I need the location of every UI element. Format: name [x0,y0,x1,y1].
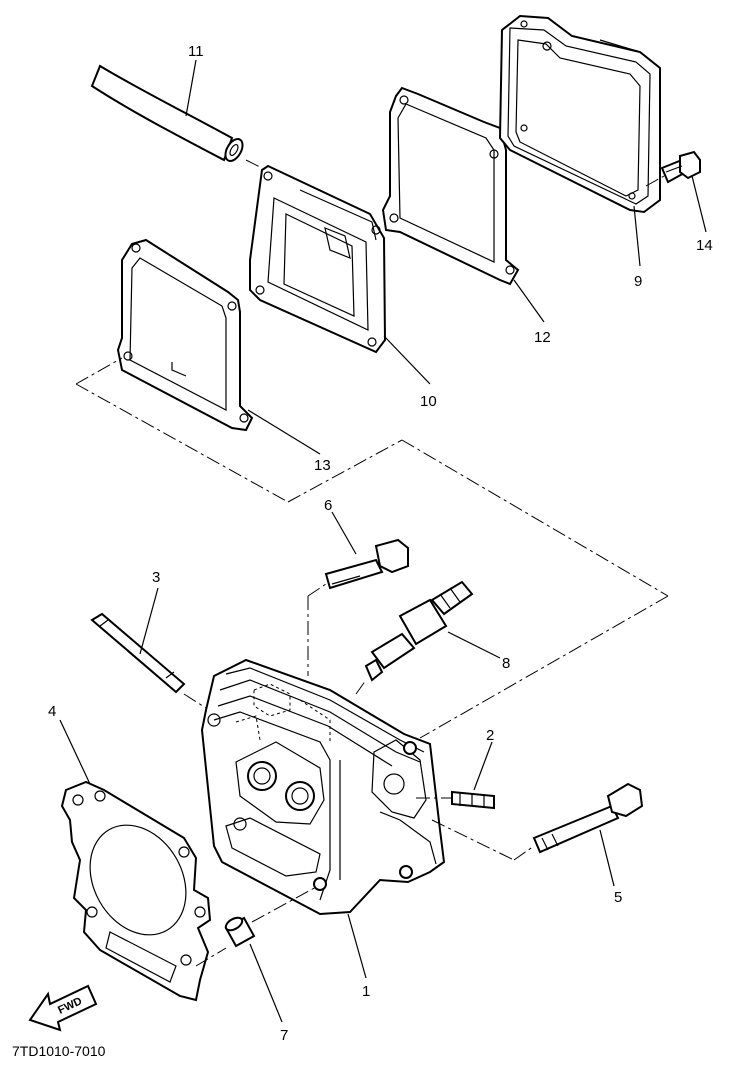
part-9-valve-cover [498,14,661,214]
part-12-gasket [381,86,520,286]
part-7-dowel-pin [224,916,256,948]
part-10-breather-plate [249,164,387,354]
callout-4: 4 [48,703,56,720]
callout-13: 13 [314,457,331,474]
part-6-head-bolt [324,538,409,590]
part-3-stud-bolt [90,612,186,694]
callout-2: 2 [486,727,494,744]
callout-1: 1 [362,983,370,1000]
callout-12: 12 [534,329,551,346]
part-1-cylinder-head [200,658,446,916]
callout-10: 10 [420,393,437,410]
assembly-lines [75,159,669,967]
part-14-bolt [660,150,701,184]
fwd-direction-arrow: FWD [28,984,98,1032]
part-2-stud-bolt [451,790,495,810]
callouts: 11 10 12 9 14 13 6 3 8 4 2 5 1 7 [48,43,713,1044]
callout-5: 5 [614,889,622,906]
leader-lines [59,59,707,1023]
callout-14: 14 [696,237,713,254]
part-11-breather-hose [90,64,244,162]
callout-8: 8 [502,655,510,672]
part-8-spark-plug [364,580,474,682]
callout-9: 9 [634,273,642,290]
callout-3: 3 [152,569,160,586]
callout-6: 6 [324,497,332,514]
callout-7: 7 [280,1027,288,1044]
part-13-gasket [116,238,254,432]
part-5-long-bolt [532,782,644,854]
callout-11: 11 [188,43,204,60]
drawing-code: 7TD1010-7010 [12,1043,106,1059]
part-4-head-gasket [60,780,212,1002]
